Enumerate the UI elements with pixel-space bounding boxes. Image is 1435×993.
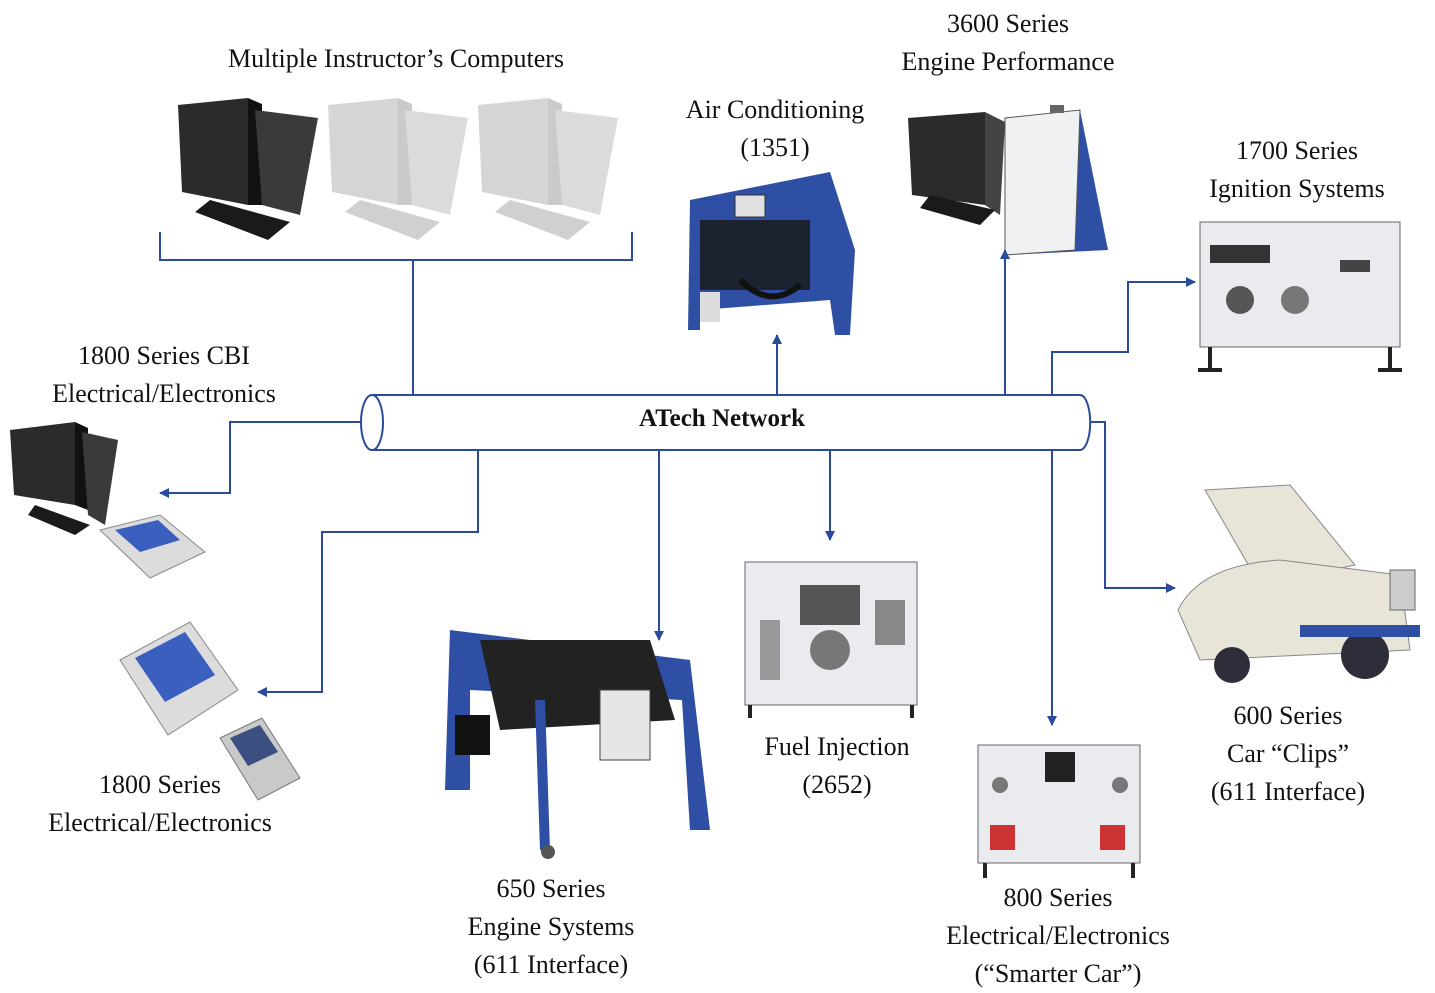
label-line: Engine Systems — [467, 912, 635, 941]
label-line: 1800 Series — [98, 770, 222, 799]
label-line: 600 Series — [1233, 701, 1343, 730]
link-electrical-1800 — [257, 450, 479, 697]
cbi-trainer-icon — [10, 422, 206, 579]
link-car-clips — [1086, 421, 1176, 593]
label-line: Electrical/Electronics — [48, 808, 272, 837]
label-car-clips: 600 Series Car “Clips” (611 Interface) — [1211, 697, 1365, 811]
connector-lines — [159, 232, 1196, 726]
label-ignition: 1700 Series Ignition Systems — [1209, 132, 1385, 208]
label-smarter-car: 800 Series Electrical/Electronics (“Smar… — [946, 879, 1170, 993]
label-line: 800 Series — [1003, 883, 1113, 912]
atech-network-hub — [360, 394, 1092, 451]
instructors-bracket — [159, 232, 633, 261]
engine-systems-trainer-icon — [445, 630, 710, 859]
label-fuel-injection: Fuel Injection (2652) — [764, 728, 909, 804]
smarter-car-trainer-icon — [977, 744, 1141, 878]
label-cbi: 1800 Series CBI Electrical/Electronics — [52, 337, 276, 413]
label-line: (611 Interface) — [1210, 777, 1366, 806]
label-line: 3600 Series — [946, 9, 1070, 38]
label-line: Multiple Instructor’s Computers — [227, 44, 565, 73]
engine-performance-trainer-icon — [908, 105, 1108, 256]
label-line: (611 Interface) — [473, 950, 629, 979]
label-line: Engine Performance — [901, 47, 1115, 76]
instructor-computer-faded-icon — [478, 98, 618, 240]
label-line: Air Conditioning — [685, 95, 865, 124]
label-air-conditioning: Air Conditioning (1351) — [686, 91, 864, 167]
label-line: (“Smarter Car”) — [974, 959, 1142, 988]
label-line: Ignition Systems — [1209, 174, 1385, 203]
label-engine-performance: 3600 Series Engine Performance — [902, 5, 1115, 81]
label-electrical-1800: 1800 Series Electrical/Electronics — [48, 766, 272, 842]
electrical-1800-trainer-icon — [119, 621, 301, 801]
label-line: Fuel Injection — [764, 732, 910, 761]
label-line: Electrical/Electronics — [52, 379, 276, 408]
ignition-trainer-icon — [1198, 221, 1402, 372]
label-line: Car “Clips” — [1226, 739, 1350, 768]
instructor-computer-faded-icon — [328, 98, 468, 240]
link-cbi — [159, 421, 360, 498]
label-line: 1800 Series CBI — [78, 341, 250, 370]
air-conditioning-trainer-icon — [688, 172, 855, 335]
label-instructors: Multiple Instructor’s Computers — [228, 40, 564, 78]
label-engine-systems: 650 Series Engine Systems (611 Interface… — [468, 870, 635, 984]
fuel-injection-trainer-icon — [744, 561, 918, 718]
label-line: 1700 Series — [1235, 136, 1359, 165]
instructor-computer-icon — [178, 98, 318, 240]
label-line: (2652) — [802, 770, 872, 799]
car-clips-icon — [1177, 484, 1420, 683]
link-ignition — [1051, 277, 1196, 395]
label-line: Electrical/Electronics — [946, 921, 1170, 950]
label-line: (1351) — [740, 133, 810, 162]
network-name: ATech Network — [639, 405, 805, 432]
label-line: 650 Series — [496, 874, 606, 903]
